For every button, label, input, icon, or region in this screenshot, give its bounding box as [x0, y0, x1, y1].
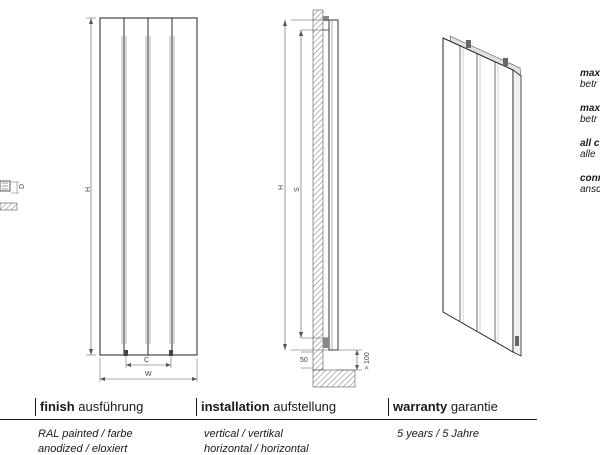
column-divider — [196, 398, 197, 416]
dim-offset-label: 50 — [300, 357, 308, 364]
note-item: max betr — [580, 68, 600, 90]
spec-value-finish: anodized / eloxiert — [38, 443, 128, 455]
feature-notes: max betr max betr all c alle conn ansc — [580, 68, 600, 208]
spec-label: warranty — [393, 399, 448, 414]
dim-h-side-label: H — [278, 185, 285, 190]
dim-clearance-label: > 100 — [364, 352, 371, 370]
dim-w-label: W — [145, 371, 152, 378]
top-view-detail: D — [0, 180, 26, 211]
spec-value-installation: horizontal / horizontal — [204, 443, 309, 455]
note-item: all c alle — [580, 138, 600, 160]
note-value: ansc — [580, 184, 600, 195]
note-item: max betr — [580, 103, 600, 125]
note-value: alle — [580, 149, 596, 160]
spec-value-warranty: 5 years / 5 Jahre — [397, 428, 479, 440]
spec-value-finish: RAL painted / farbe — [38, 428, 133, 440]
dim-h-label: H — [85, 187, 92, 192]
spec-header-finish: finish ausführung — [35, 397, 143, 417]
isometric-view — [442, 35, 522, 357]
note-value: betr — [580, 79, 598, 90]
side-view: H S 50 > 100 — [278, 9, 371, 388]
spec-label: installation — [201, 399, 270, 414]
dim-s-label: S — [294, 187, 301, 192]
dim-c-label: C — [144, 357, 149, 364]
note-key: conn — [580, 173, 600, 184]
note-key: max — [580, 103, 600, 114]
spec-header-warranty: warranty garantie — [388, 397, 498, 417]
note-item: conn ansc — [580, 173, 600, 195]
note-key: max — [580, 68, 600, 79]
note-value: betr — [580, 114, 598, 125]
spec-translation: garantie — [450, 399, 498, 414]
front-view: H C W — [85, 17, 198, 382]
column-divider — [388, 398, 389, 416]
spec-value-installation: vertical / vertikal — [204, 428, 283, 440]
spec-divider-line — [0, 419, 537, 420]
dim-d-label: D — [19, 184, 26, 189]
spec-header-installation: installation aufstellung — [196, 397, 336, 417]
note-key: all c — [580, 138, 600, 149]
column-divider — [35, 398, 36, 416]
spec-label: finish — [40, 399, 75, 414]
spec-translation: aufstellung — [273, 399, 337, 414]
spec-translation: ausführung — [78, 399, 144, 414]
